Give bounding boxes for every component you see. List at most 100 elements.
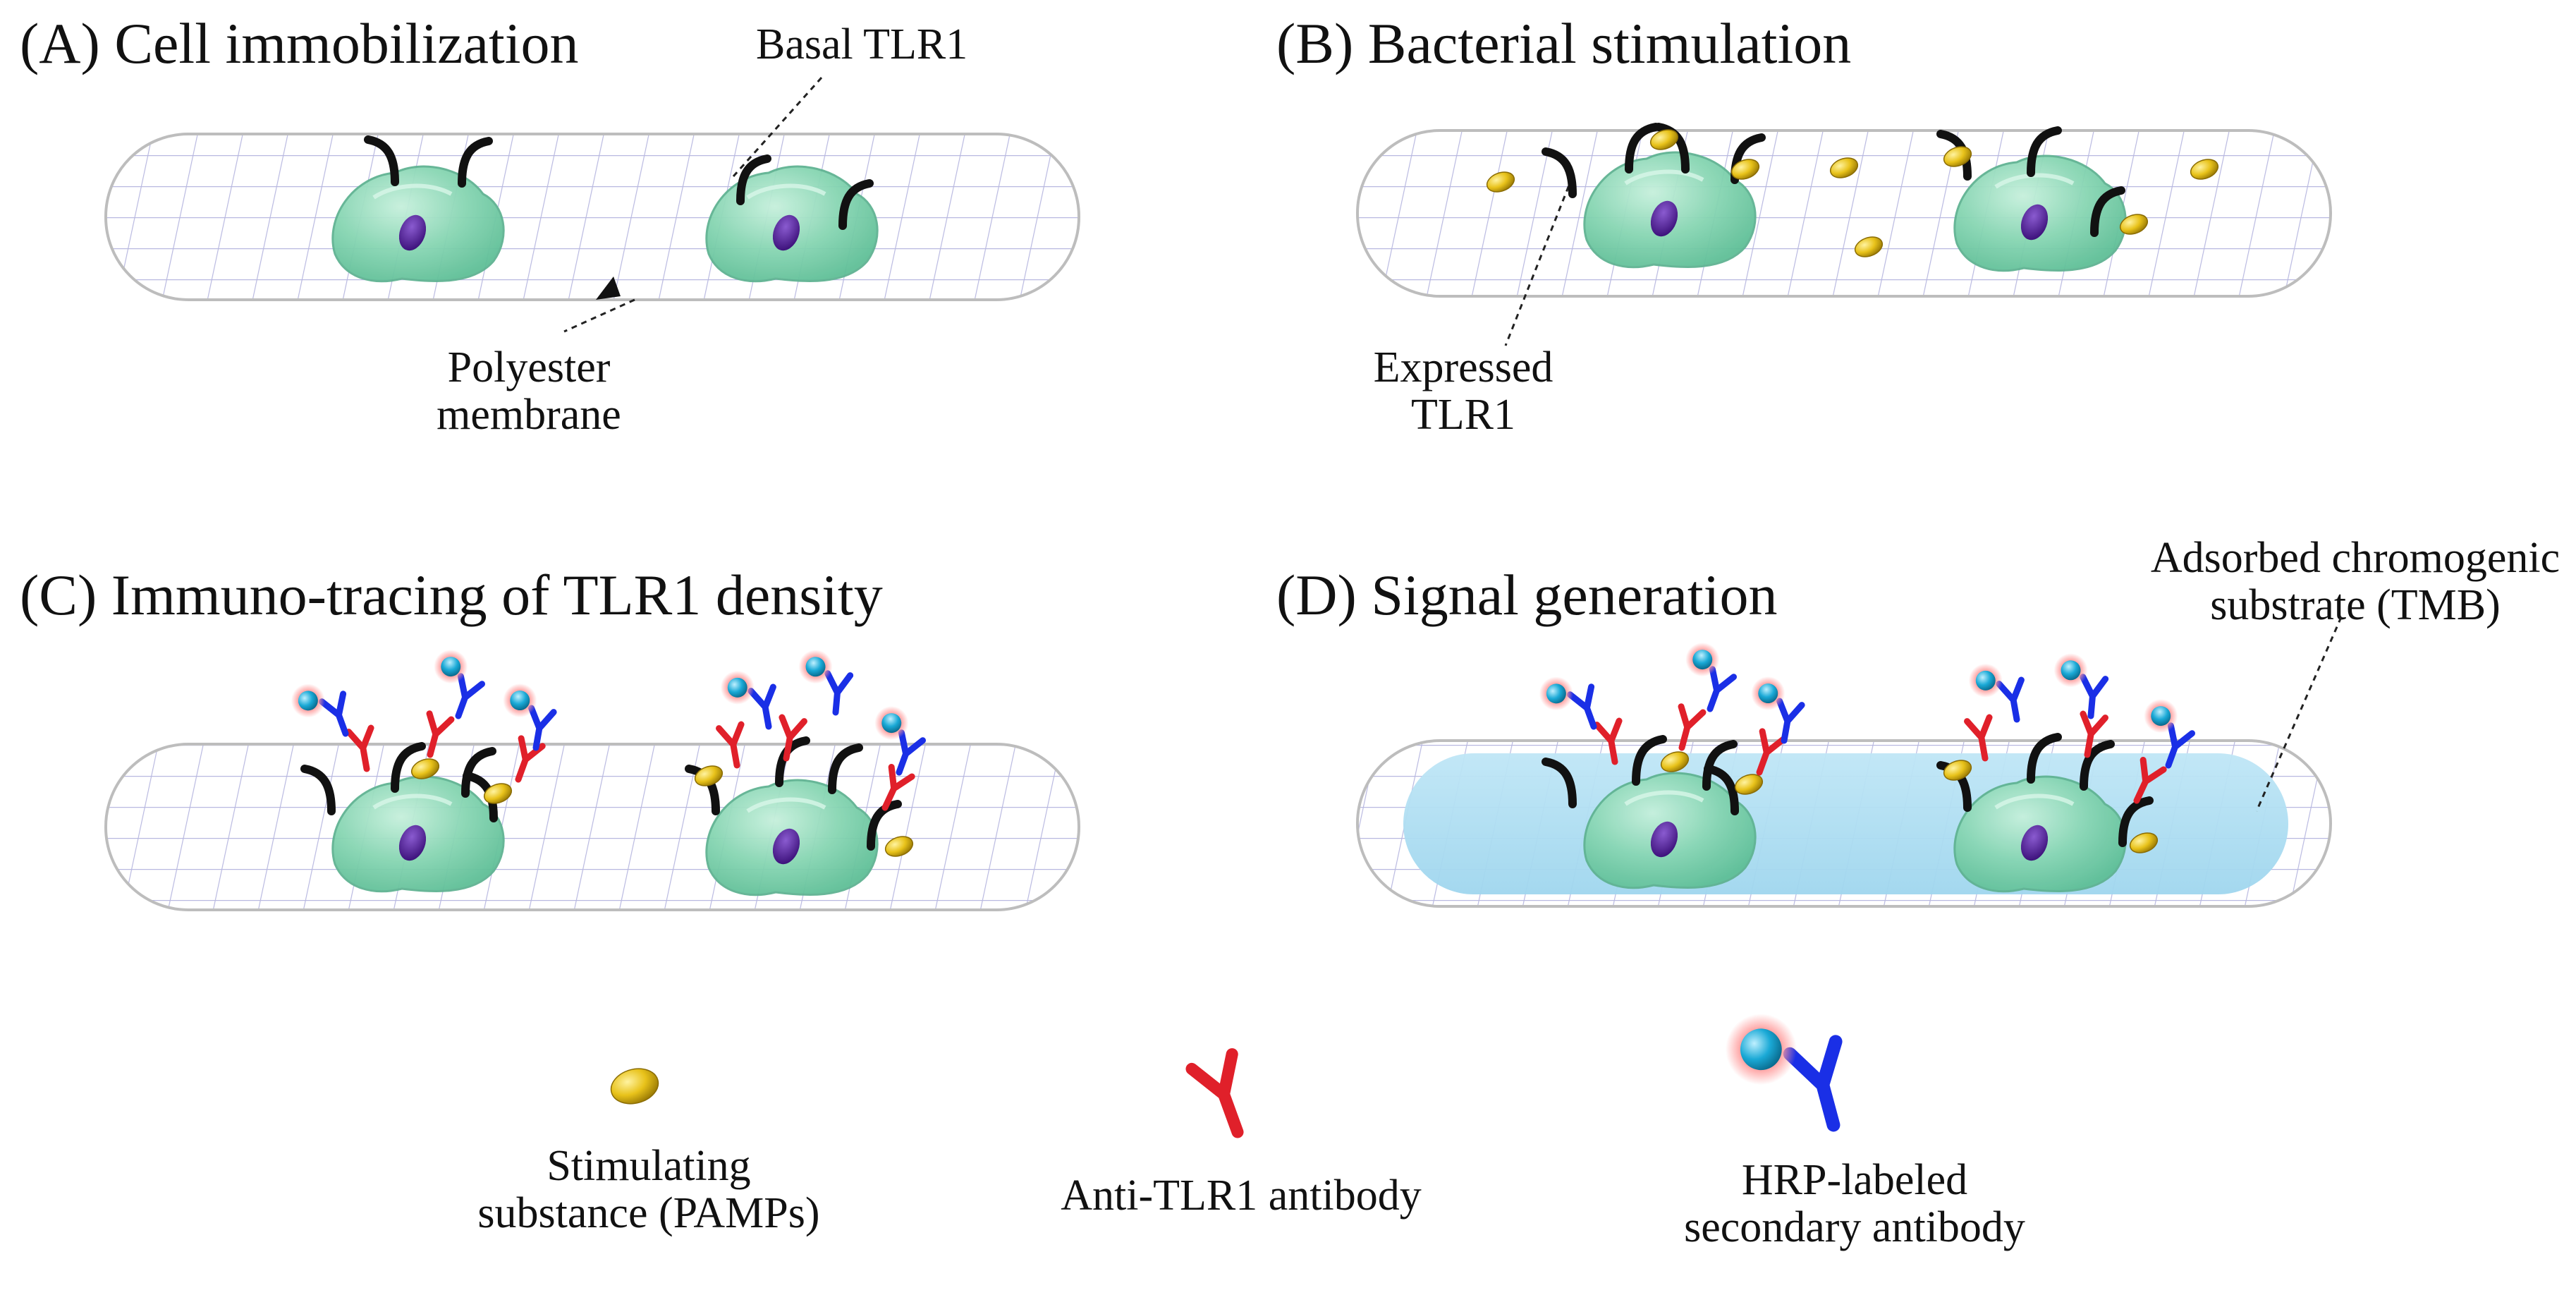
hrp-label: [1758, 683, 1778, 704]
pamp-particle: [483, 783, 513, 804]
hrp-label: [1975, 670, 1996, 691]
cell: [1583, 151, 1757, 269]
anti-tlr1-shape: [2080, 710, 2108, 758]
anti-tlr1-shape: [1185, 1048, 1244, 1138]
hrp-secondary-antibody: [798, 650, 854, 716]
anti-tlr1-shape: [1964, 714, 1993, 762]
tlr1-receptor: [2090, 186, 2125, 237]
nucleus: [2020, 204, 2049, 241]
cell-highlight: [372, 794, 453, 810]
hrp-secondary-antibody: [1751, 676, 1805, 744]
basal-tlr1-label: Basal TLR1: [756, 20, 968, 68]
hrp-secondary-antibody: [434, 650, 486, 719]
anti-tlr1-antibody: [346, 724, 374, 772]
adsorbed-substrate-label-line1: Adsorbed chromogenic: [2150, 534, 2560, 582]
tlr1-receptor: [2027, 126, 2062, 177]
polyester-membrane-label-line1: Polyester: [447, 343, 611, 391]
tlr1-receptor: [1704, 765, 1739, 815]
expressed-tlr1-label-line2: TLR1: [1410, 390, 1516, 439]
hrp-label: [298, 691, 318, 711]
cell: [1953, 154, 2127, 272]
leader-expressed-tlr1: [1504, 176, 1574, 346]
secondary-ab-shape: [2080, 674, 2109, 719]
secondary-ab-shape: [1996, 676, 2025, 723]
hrp-label: [1692, 650, 1713, 670]
anti-tlr1-shape: [2133, 756, 2167, 804]
leader-polyester-membrane: [563, 298, 635, 333]
anti-tlr1-antibody: [1964, 714, 1993, 762]
tlr1-receptor: [461, 747, 496, 798]
legend-anti-tlr1-label: Anti-TLR1 antibody: [1061, 1172, 1422, 1220]
anti-tlr1-antibody: [881, 763, 915, 811]
hrp-label: [2151, 706, 2171, 726]
hrp-label: [510, 691, 530, 711]
pamp-particle: [2119, 214, 2149, 235]
tlr1-receptor: [2118, 796, 2154, 847]
nucleus: [398, 825, 427, 861]
tlr1-receptor: [1632, 735, 1667, 786]
anti-tlr1-shape: [426, 710, 455, 758]
anti-tlr1-shape: [1594, 717, 1623, 765]
membrane-d: [1356, 739, 2332, 908]
tlr1-receptor: [1625, 123, 1660, 174]
pamp-particle: [884, 836, 914, 857]
polyester-membrane-label: Polyester membrane: [413, 344, 645, 439]
pamp-particle: [2129, 832, 2159, 853]
cell-highlight: [372, 183, 453, 200]
nucleus: [772, 214, 800, 251]
hrp-secondary-antibody: [1539, 676, 1597, 730]
panel-a-title: (A) Cell immobilization: [20, 11, 579, 75]
pamp-particle: [1649, 129, 1679, 150]
expressed-tlr1-label: Expressed TLR1: [1347, 344, 1580, 439]
pamp-particle: [2190, 159, 2219, 180]
anti-tlr1-shape: [515, 735, 546, 783]
hrp-label: [805, 657, 826, 677]
cell-highlight: [1624, 790, 1704, 806]
anti-tlr1-antibody: [515, 735, 546, 783]
secondary-ab-shape: [318, 691, 349, 737]
polyester-membrane-label-line2: membrane: [437, 390, 621, 439]
panel-d-title: (D) Signal generation: [1276, 563, 1778, 627]
anti-tlr1-shape: [1678, 703, 1707, 751]
pamp-particle: [1854, 236, 1884, 257]
hrp-label: [441, 657, 461, 677]
anti-tlr1-shape: [881, 763, 915, 811]
expressed-tlr1-label-line1: Expressed: [1373, 343, 1553, 391]
hrp-secondary-antibody: [2053, 653, 2109, 719]
secondary-ab-shape: [896, 729, 927, 776]
pamp-particle: [1734, 774, 1764, 795]
anti-tlr1-shape: [346, 724, 374, 772]
tlr1-receptor: [828, 743, 863, 794]
nucleus: [1650, 200, 1678, 237]
hrp-secondary-antibody: [1725, 1014, 1843, 1132]
secondary-ab-shape: [1776, 698, 1805, 744]
nucleus: [398, 214, 427, 251]
anti-tlr1-shape: [779, 714, 807, 762]
secondary-ab-shape: [1783, 1035, 1843, 1132]
hrp-label: [2061, 660, 2081, 681]
membrane-c: [104, 743, 1080, 911]
anti-tlr1-antibody: [1756, 728, 1787, 776]
membrane-a: [104, 133, 1080, 301]
nucleus: [1650, 821, 1678, 858]
tlr1-receptor: [1542, 758, 1577, 808]
legend-pamps-label-line1: Stimulating: [547, 1142, 751, 1190]
panel-b-title: (B) Bacterial stimulation: [1276, 11, 1852, 75]
secondary-ab-shape: [1566, 683, 1597, 730]
anti-tlr1-antibody: [1594, 717, 1623, 765]
cell-highlight: [1994, 173, 2075, 189]
pamp-particle: [1943, 146, 1972, 167]
leader-basal-tlr1: [732, 77, 823, 177]
cell-highlight: [746, 183, 826, 200]
cell-highlight: [1624, 169, 1704, 186]
nucleus: [772, 828, 800, 865]
legend-hrp-label-line2: secondary antibody: [1684, 1203, 2025, 1251]
hrp-label: [881, 713, 902, 734]
legend-pamps-label-line2: substance (PAMPs): [477, 1188, 820, 1237]
cell: [705, 165, 879, 283]
adsorbed-substrate-label-line2: substrate (TMB): [2210, 580, 2501, 629]
pamp-particle: [1943, 760, 1972, 781]
hrp-secondary-antibody: [1968, 663, 2025, 723]
hrp-secondary-antibody: [2144, 699, 2196, 769]
